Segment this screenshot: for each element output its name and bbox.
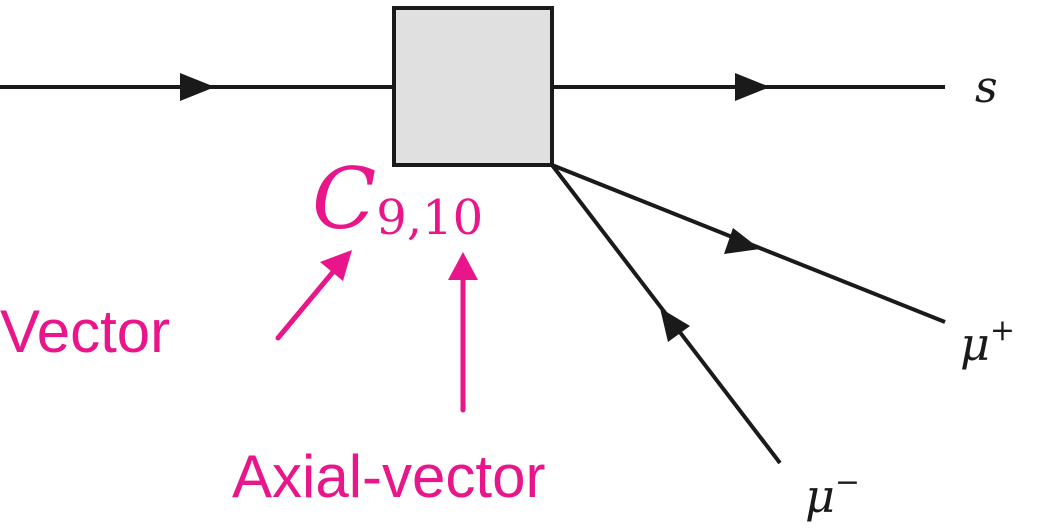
muon-plus-symbol: μ [960, 317, 990, 371]
vector-arrow-line [275, 263, 341, 341]
coefficient-symbol: C [312, 150, 376, 248]
muon-plus-sign: + [990, 313, 1015, 348]
muon-plus-arrow-icon [724, 228, 760, 254]
incoming-arrow-icon [180, 73, 215, 101]
axial-arrow-icon [448, 252, 478, 280]
muon-plus-label: μ+ [960, 313, 1015, 371]
wilson-coefficient-label: C9,10 [312, 150, 483, 248]
muon-minus-label: μ− [805, 465, 860, 523]
s-quark-label: s [975, 62, 998, 113]
vector-arrow-icon [320, 250, 352, 281]
coefficient-subscript: 9,10 [376, 190, 483, 246]
effective-vertex-box [392, 6, 554, 167]
outgoing-arrow-icon [735, 73, 770, 101]
muon-minus-symbol: μ [805, 469, 835, 523]
muon-minus-sign: − [835, 465, 860, 500]
vector-label: Vector [0, 298, 170, 365]
axial-vector-label: Axial-vector [232, 443, 545, 510]
muon-minus-arrow-icon [660, 308, 690, 342]
